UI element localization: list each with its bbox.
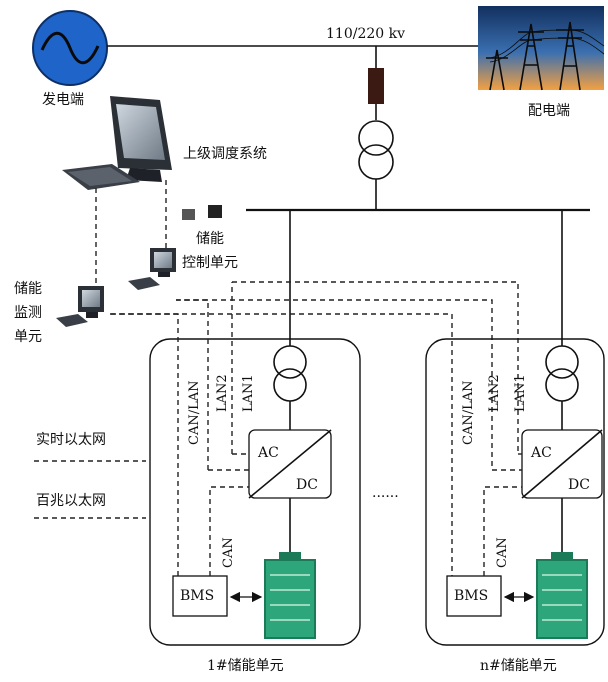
unit-n-bms-label: BMS xyxy=(454,588,488,604)
unit-n-dc-label: DC xyxy=(568,477,590,493)
power-tower-photo xyxy=(478,6,605,91)
unit-n-bus-label-can-lan: CAN/LAN xyxy=(461,381,476,446)
unit-1-title: 1#储能单元 xyxy=(207,658,284,674)
unit-1-transformer-icon xyxy=(273,345,307,402)
unit-1-battery-icon xyxy=(264,552,316,639)
unit-1-can-dash xyxy=(209,486,249,576)
unit-n-bms-box xyxy=(446,575,502,617)
dispatch-computer-icon xyxy=(62,96,172,190)
unit-n-can-label: CAN xyxy=(495,537,510,568)
storage-unit-1: AC DC BMS CAN/LAN LAN2 LAN1 CAN xyxy=(110,210,361,646)
can-lan-network-dash xyxy=(110,313,453,576)
unit-1-ac-label: AC xyxy=(257,445,279,461)
voltage-label: 110/220 kv xyxy=(326,26,405,42)
lan2-network-dash xyxy=(176,299,493,470)
unit-n-title: n#储能单元 xyxy=(480,658,557,674)
unit-1-bms-label: BMS xyxy=(180,588,214,604)
unit-n-can-dash xyxy=(483,486,522,576)
storage-control-label-line1: 储能 xyxy=(196,231,224,247)
unit-1-bus-label-can-lan: CAN/LAN xyxy=(187,381,202,446)
unit-n-ac-label: AC xyxy=(530,445,552,461)
unit-n-enclosure xyxy=(425,338,605,646)
unit-1-bms-box xyxy=(172,575,228,617)
control-device-icon xyxy=(182,205,222,220)
monitor-label-line1: 储能 xyxy=(14,281,42,297)
ellipsis-dots: ...... xyxy=(372,485,399,501)
monitor-computer-icon xyxy=(56,286,104,327)
unit-1-enclosure xyxy=(149,338,361,646)
control-computer-icon xyxy=(128,248,176,290)
ac-generator-icon xyxy=(32,10,108,86)
unit-1-can-label: CAN xyxy=(221,537,236,568)
unit-n-transformer-icon xyxy=(545,345,579,402)
legend-realtime-label: 实时以太网 xyxy=(36,432,106,448)
storage-unit-n: AC DC BMS CAN/LAN LAN2 LAN1 CAN xyxy=(425,210,605,646)
unit-1-can-lan-dash xyxy=(110,313,179,576)
unit-n-battery-icon xyxy=(536,552,588,639)
monitor-label-line3: 单元 xyxy=(14,329,42,345)
unit-n-pcs-converter xyxy=(521,429,603,499)
unit-1-bus-label-lan2: LAN2 xyxy=(215,374,230,412)
monitor-label-line2: 监测 xyxy=(14,305,42,321)
generator-label: 发电端 xyxy=(42,92,84,108)
dispatch-system-label: 上级调度系统 xyxy=(183,146,267,162)
legend-100m-label: 百兆以太网 xyxy=(36,493,106,509)
unit-1-bus-label-lan1: LAN1 xyxy=(241,374,256,412)
unit-1-dc-label: DC xyxy=(296,477,318,493)
lan1-network-dash xyxy=(232,281,519,454)
storage-control-label-line2: 控制单元 xyxy=(182,255,238,271)
unit-n-bus-label-lan1: LAN1 xyxy=(513,374,528,412)
main-transformer-icon xyxy=(358,120,394,180)
distribution-label: 配电端 xyxy=(528,103,570,119)
main-breaker xyxy=(368,68,384,104)
unit-n-bus-label-lan2: LAN2 xyxy=(487,374,502,412)
unit-1-pcs-converter xyxy=(248,429,332,499)
